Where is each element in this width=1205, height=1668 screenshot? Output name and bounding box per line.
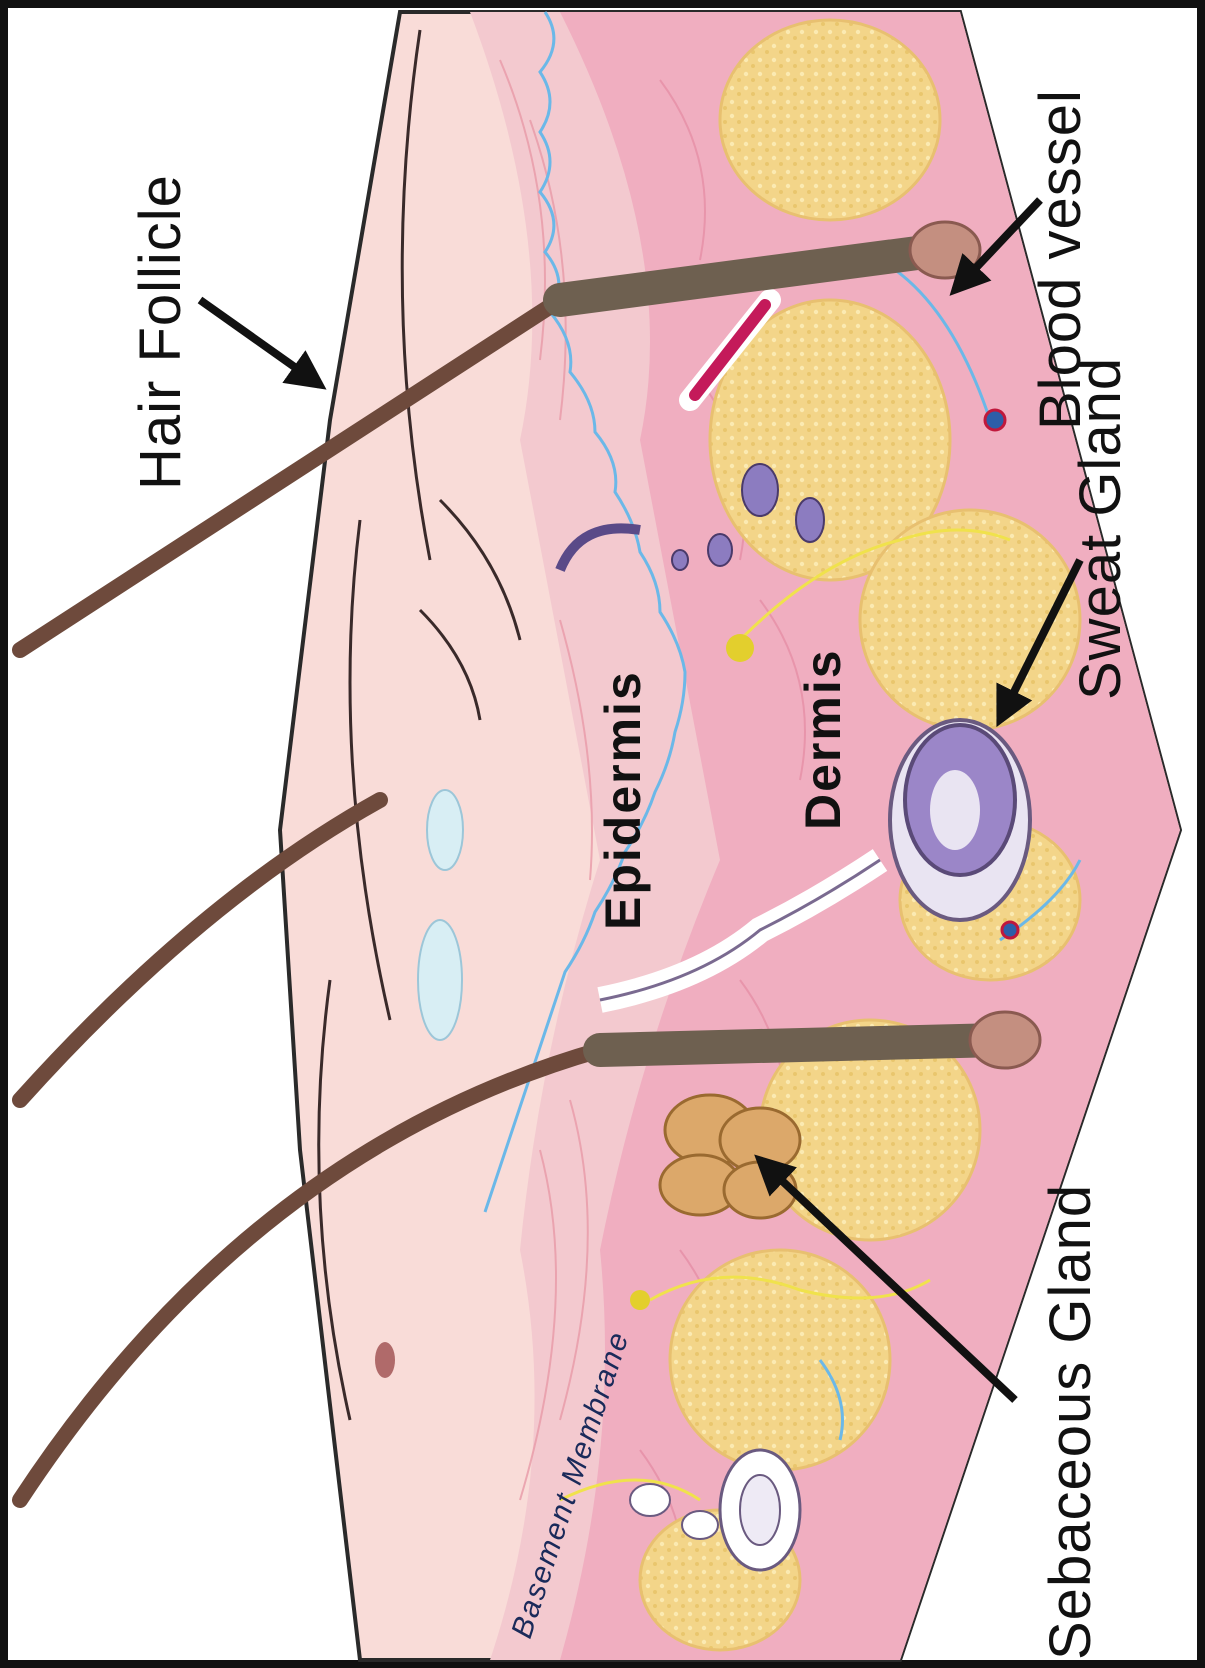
sebaceous-gland — [660, 1095, 800, 1218]
dermis-label: Dermis — [795, 648, 851, 830]
blood-vessel-dot — [985, 410, 1005, 430]
hair-follicle-arrow — [200, 300, 320, 385]
nerve-ending — [726, 634, 754, 662]
epidermis-label: Epidermis — [595, 670, 651, 930]
sebaceous-gland-label: Sebaceous Gland — [1038, 1184, 1103, 1660]
nerve-ending — [630, 1290, 650, 1310]
sweat-gland-label: Sweat Gland — [1068, 357, 1133, 700]
skin-mole — [375, 1342, 395, 1378]
blood-vessel-dot — [1002, 922, 1018, 938]
hair-bulb — [970, 1012, 1040, 1068]
hair-follicle-label: Hair Follicle — [128, 174, 193, 490]
